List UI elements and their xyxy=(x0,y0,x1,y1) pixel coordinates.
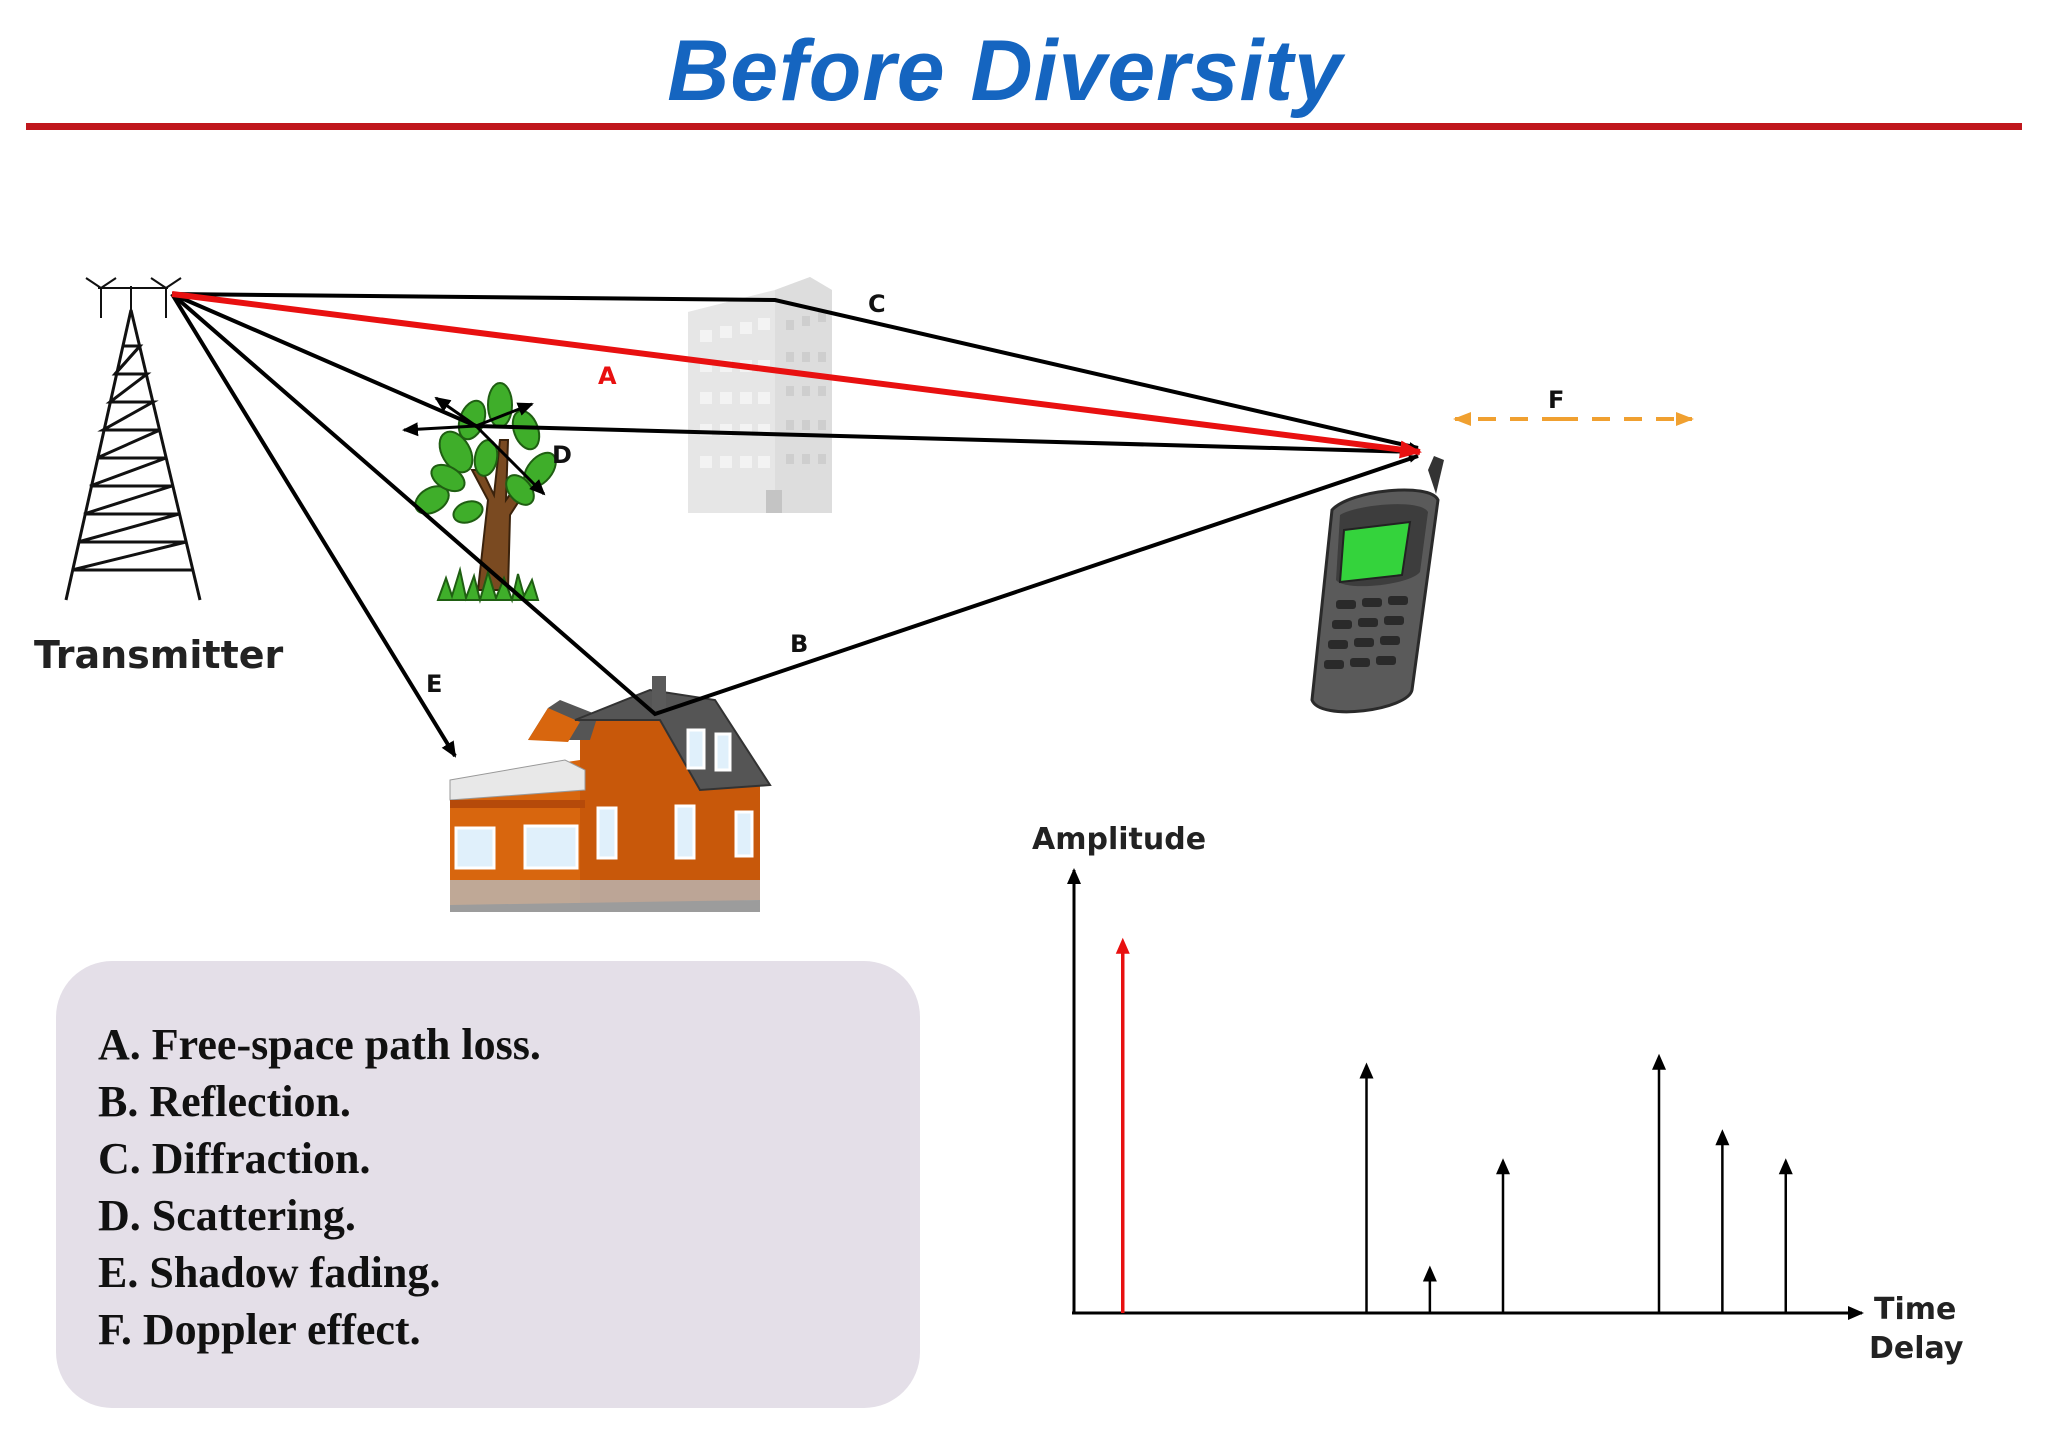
stem-head-1 xyxy=(1115,937,1130,954)
legend-item-b: B. Reflection. xyxy=(98,1077,351,1126)
legend-item-e: E. Shadow fading. xyxy=(98,1248,441,1297)
path-label-f: F xyxy=(1548,386,1564,414)
path-e xyxy=(170,292,457,758)
stem-head-7 xyxy=(1778,1158,1793,1175)
scatter-arrows xyxy=(402,396,546,496)
mobile-phone-icon xyxy=(1310,456,1444,714)
transmitter-label: Transmitter xyxy=(34,633,284,677)
path-label-e: E xyxy=(426,670,442,698)
legend-item-f: F. Doppler effect. xyxy=(98,1305,421,1354)
stem-head-5 xyxy=(1652,1053,1666,1070)
legend-list: A. Free-space path loss. B. Reflection. … xyxy=(98,1016,541,1358)
slide-title: Before Diversity xyxy=(667,23,1343,119)
path-label-b: B xyxy=(790,630,808,658)
legend-box xyxy=(56,961,920,1408)
path-a xyxy=(171,291,1422,459)
stem-head-4 xyxy=(1496,1158,1510,1175)
path-label-d: D xyxy=(552,441,572,469)
path-label-c: C xyxy=(868,290,886,318)
house-icon xyxy=(449,676,772,912)
path-label-a: A xyxy=(598,362,617,390)
path-b xyxy=(170,292,1419,717)
office-building-icon xyxy=(688,277,832,513)
stem-head-3 xyxy=(1422,1265,1437,1282)
legend-item-c: C. Diffraction. xyxy=(98,1134,371,1183)
tower-icon xyxy=(64,277,202,601)
legend-item-d: D. Scattering. xyxy=(98,1191,356,1240)
title-rule xyxy=(26,123,2022,130)
chart-xlabel-line-2: Delay xyxy=(1869,1331,1964,1366)
propagation-paths xyxy=(170,291,1694,758)
legend-item-a: A. Free-space path loss. xyxy=(98,1020,541,1069)
stem-head-6 xyxy=(1715,1129,1730,1146)
chart-ylabel: Amplitude xyxy=(1032,822,1206,857)
chart-xlabel-line-1: Time xyxy=(1874,1292,1956,1327)
path-c xyxy=(171,292,1419,450)
stem-head-2 xyxy=(1359,1062,1374,1079)
impulse-response-chart: Amplitude Time Delay xyxy=(1032,822,1964,1366)
